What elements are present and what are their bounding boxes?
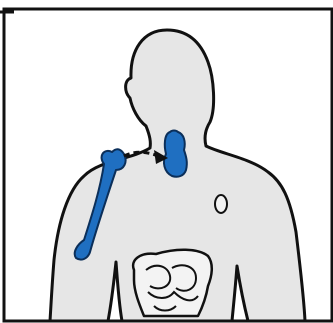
large-intestine — [133, 250, 212, 316]
intestines — [133, 250, 212, 316]
spleen-outline — [215, 195, 227, 213]
thymus-organ — [164, 131, 187, 177]
